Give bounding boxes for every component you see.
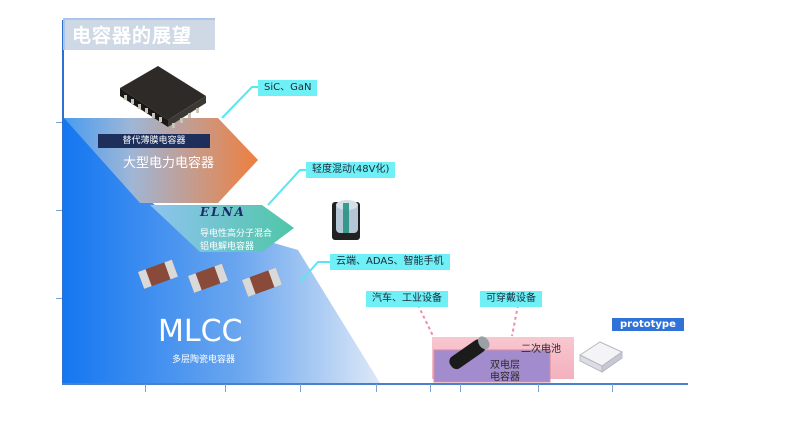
chip-package-icon (120, 66, 206, 128)
callout-sic-gan: SiC、GaN (258, 80, 318, 96)
hybrid-capacitor-arrow (150, 205, 294, 252)
callout-wearable: 可穿戴设备 (480, 291, 542, 307)
callout-mild-hybrid: 轻度混动(48V化) (306, 162, 396, 178)
edlc-label-line2: 电容器 (490, 372, 520, 383)
callout-auto-industry: 汽车、工业设备 (366, 291, 448, 307)
mlcc-subtitle: 多层陶瓷电容器 (172, 355, 236, 365)
mlcc-title: MLCC (158, 314, 243, 349)
y-tick (56, 122, 62, 123)
y-tick (56, 298, 62, 299)
x-tick (145, 384, 146, 392)
x-tick (460, 384, 461, 392)
callout-line-hybrid (267, 169, 308, 206)
x-tick (612, 384, 613, 392)
prototype-badge: prototype (612, 318, 684, 331)
solid-battery-icon (578, 341, 624, 373)
hybrid-label-line1: 导电性高分子混合 (200, 229, 273, 239)
mlcc-chip-icon (138, 259, 282, 297)
callout-cloud-adas: 云端、ADAS、智能手机 (330, 254, 450, 270)
edlc-label-line1: 双电层 (490, 360, 520, 371)
callout-line-sic (221, 86, 260, 119)
x-tick (225, 384, 226, 392)
x-axis (62, 383, 688, 385)
hybrid-label-line2: 铝电解电容器 (200, 242, 255, 252)
x-tick (300, 384, 301, 392)
film-replacement-tag: 替代薄膜电容器 (98, 134, 210, 148)
x-tick (376, 384, 377, 392)
title-box (63, 18, 215, 50)
x-tick (430, 384, 431, 392)
secondary-battery-label: 二次电池 (521, 344, 561, 355)
leader-line-auto (417, 304, 435, 339)
y-axis (62, 20, 64, 385)
callout-line-cloud (299, 261, 332, 283)
x-tick (538, 384, 539, 392)
y-tick (56, 210, 62, 211)
page-title: 电容器的展望 (72, 25, 193, 47)
film-capacitor-label: 大型电力电容器 (123, 156, 215, 171)
aluminum-capacitor-icon (332, 200, 360, 240)
edlc-cylinder-icon (449, 336, 490, 370)
leader-line-wearable (511, 304, 519, 337)
elna-logo: ELNA (200, 205, 246, 219)
